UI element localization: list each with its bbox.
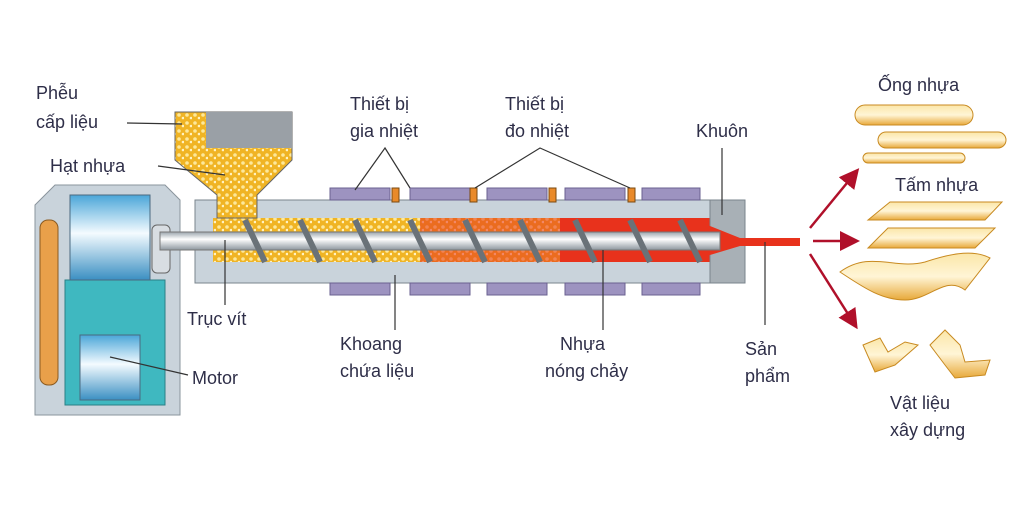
output-arrows: [808, 168, 860, 330]
profile-icon: [862, 337, 920, 373]
label-hopper-1: Phễu: [36, 82, 78, 103]
labels: Phễu cấp liệu Hạt nhựa Thiết bị gia nhiệ…: [36, 74, 979, 440]
label-heater-2: gia nhiệt: [350, 121, 418, 141]
label-chamber-2: chứa liệu: [340, 361, 414, 381]
barrel: [159, 111, 800, 296]
label-construction-2: xây dựng: [890, 420, 965, 440]
label-construction-1: Vật liệu: [890, 393, 950, 413]
label-screw: Trục vít: [187, 309, 246, 329]
label-die: Khuôn: [696, 121, 748, 141]
drive-belt: [39, 219, 59, 386]
label-product-2: phẩm: [745, 366, 790, 386]
label-motor: Motor: [192, 368, 238, 388]
label-melt-1: Nhựa: [560, 334, 606, 354]
motor-icon: [79, 334, 141, 401]
label-melt-2: nóng chảy: [545, 361, 628, 381]
pipe-icon: [854, 104, 974, 126]
label-hopper-2: cấp liệu: [36, 112, 98, 132]
extrudate: [700, 222, 800, 258]
gearbox: [69, 194, 151, 281]
leader-lines: [109, 122, 766, 376]
label-thermo-2: đo nhiệt: [505, 121, 569, 141]
label-heater-1: Thiết bị: [350, 94, 409, 114]
label-chamber-1: Khoang: [340, 334, 402, 354]
label-pellets: Hạt nhựa: [50, 156, 126, 176]
label-thermo-1: Thiết bị: [505, 94, 564, 114]
label-product-1: Sản: [745, 339, 777, 359]
products: [839, 104, 1007, 379]
heaters: [329, 187, 701, 296]
label-sheets: Tấm nhựa: [895, 175, 979, 195]
sheet-icon: [866, 201, 1004, 221]
label-pipes: Ống nhựa: [878, 74, 960, 95]
machine-frame: [34, 184, 181, 416]
screw-flights: [242, 218, 703, 264]
thermocouples: [391, 187, 636, 203]
